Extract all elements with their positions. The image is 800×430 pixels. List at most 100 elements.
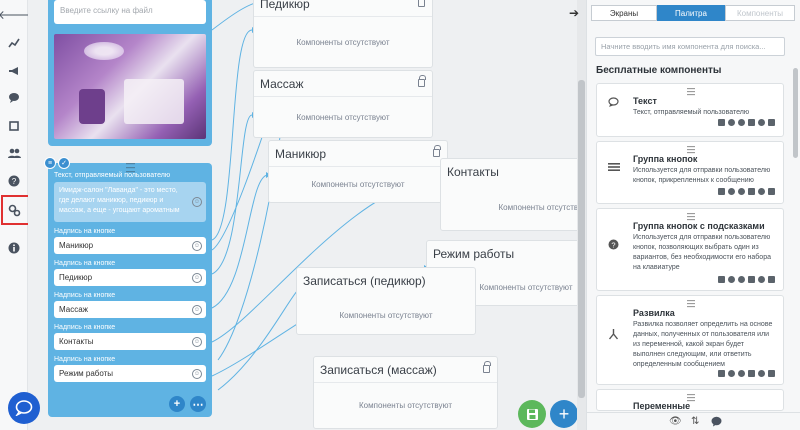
- settings-gears-icon[interactable]: [6, 202, 22, 218]
- add-screen-button[interactable]: +: [550, 400, 578, 428]
- screen-pedicure[interactable]: Педикюр Компоненты отсутствуют: [253, 0, 433, 68]
- drag-handle-icon[interactable]: ———: [126, 158, 135, 176]
- file-url-input[interactable]: Введите ссылку на файл: [54, 0, 206, 24]
- collapse-arrow-icon[interactable]: ➔: [569, 6, 580, 20]
- tab-palette[interactable]: Палитра: [657, 5, 725, 21]
- screen-empty-text: Компоненты отсутствуют: [359, 401, 452, 410]
- tab-screens[interactable]: Экраны: [591, 5, 657, 21]
- panel-scrollbar[interactable]: [792, 68, 799, 408]
- info-icon[interactable]: [6, 240, 22, 256]
- emoji-icon[interactable]: ☺: [192, 368, 202, 379]
- component-fork[interactable]: ——— Развилка Развилка позволяет определи…: [596, 295, 784, 385]
- chat-bubble-icon[interactable]: [6, 90, 22, 106]
- screen-contacts[interactable]: Контакты Компоненты отсутствуют: [440, 158, 578, 231]
- svg-text:?: ?: [12, 177, 17, 186]
- component-title: Группа кнопок с подсказками: [633, 221, 765, 231]
- more-options-button[interactable]: ⋯: [190, 396, 206, 412]
- screen-title: Записаться (массаж): [320, 363, 437, 377]
- megaphone-icon[interactable]: [6, 63, 22, 79]
- screen-book-massage[interactable]: Записаться (массаж) Компоненты отсутству…: [313, 356, 498, 429]
- screen-empty-text: Компоненты отсутствуют: [296, 37, 390, 47]
- main-screen-card[interactable]: ≡ ✓ ——— Текст, отправляемый пользователю…: [44, 157, 212, 417]
- screen-massage[interactable]: Массаж Компоненты отсутствуют: [253, 70, 433, 138]
- screen-empty-text: Компоненты отсутствуют: [498, 203, 578, 212]
- platform-icons: [718, 188, 775, 195]
- button-field-manicure[interactable]: Маникюр☺: [54, 237, 206, 254]
- emoji-icon[interactable]: ☺: [192, 272, 202, 283]
- platform-icons: [718, 370, 775, 377]
- fork-icon: [608, 328, 619, 343]
- menu-icon[interactable]: ≡: [44, 157, 56, 169]
- drag-handle-icon[interactable]: ———: [687, 209, 695, 224]
- screen-empty-text: Компоненты отсутствуют: [339, 310, 433, 320]
- component-title: Текст: [633, 96, 657, 106]
- screen-title: Записаться (педикюр): [303, 274, 426, 288]
- check-icon[interactable]: ✓: [58, 157, 70, 169]
- component-title: Переменные: [633, 401, 691, 411]
- flow-canvas[interactable]: Введите ссылку на файл ≡ ✓ ——— Текст, от…: [28, 0, 578, 430]
- component-title: Развилка: [633, 308, 675, 318]
- panel-tabs: Экраны Палитра Компоненты: [591, 5, 795, 21]
- screen-empty-text: Компоненты отсутствуют: [311, 180, 405, 189]
- drag-handle-icon[interactable]: ———: [687, 142, 695, 157]
- save-button[interactable]: [518, 400, 546, 428]
- chat-bubble-icon: [608, 97, 619, 110]
- screen-title: Маникюр: [275, 147, 327, 161]
- emoji-icon[interactable]: ☺: [192, 336, 202, 347]
- button-field-pedicure[interactable]: Педикюр☺: [54, 269, 206, 286]
- screen-title: Массаж: [260, 77, 304, 91]
- chart-icon[interactable]: [6, 35, 22, 51]
- emoji-icon[interactable]: ☺: [192, 304, 202, 315]
- component-button-group[interactable]: ——— Группа кнопок Используется для отпра…: [596, 141, 784, 204]
- button-field-massage[interactable]: Массаж☺: [54, 301, 206, 318]
- drag-handle-icon[interactable]: ———: [687, 296, 695, 311]
- screen-empty-text: Компоненты отсутствуют: [296, 112, 390, 122]
- lock-icon[interactable]: [418, 75, 426, 87]
- text-component-label: Текст, отправляемый пользователю: [54, 172, 171, 179]
- component-button-group-hints[interactable]: ——— ? Группа кнопок с подсказками Исполь…: [596, 208, 784, 291]
- button-field-hours[interactable]: Режим работы☺: [54, 365, 206, 382]
- button-label: Надпись на кнопке: [54, 324, 116, 331]
- component-title: Группа кнопок: [633, 154, 698, 164]
- help-icon[interactable]: ?: [6, 173, 22, 189]
- screen-book-pedicure[interactable]: Записаться (педикюр) Компоненты отсутств…: [296, 267, 476, 335]
- sort-icon[interactable]: ⇅: [691, 416, 700, 427]
- menu-lines-icon: [608, 162, 620, 175]
- message-text: Имидж-салон "Лаванда" - это место, где д…: [59, 187, 180, 214]
- eye-icon[interactable]: 👁: [669, 416, 682, 427]
- button-field-contacts[interactable]: Контакты☺: [54, 333, 206, 350]
- chat-bubble-icon: [15, 400, 33, 416]
- users-icon[interactable]: [6, 145, 22, 161]
- component-search-input[interactable]: Начните вводить имя компонента для поиск…: [595, 37, 785, 56]
- add-component-button[interactable]: +: [169, 396, 185, 412]
- crop-icon[interactable]: [6, 118, 22, 134]
- drag-handle-icon[interactable]: ———: [687, 390, 695, 405]
- component-desc: Развилка позволяет определить на основе …: [633, 321, 773, 368]
- screen-empty-text: Компоненты отсутствуют: [479, 282, 573, 292]
- tab-components[interactable]: Компоненты: [725, 5, 795, 21]
- message-text-field[interactable]: Имидж-салон "Лаванда" - это место, где д…: [54, 182, 206, 222]
- back-arrow-icon[interactable]: 🡐: [0, 7, 31, 22]
- start-screen-card[interactable]: Введите ссылку на файл: [48, 0, 212, 146]
- button-label: Надпись на кнопке: [54, 356, 116, 363]
- support-chat-button[interactable]: [8, 392, 40, 424]
- screen-title: Контакты: [447, 165, 499, 179]
- card-toolbar: ≡ ✓: [44, 157, 70, 169]
- screen-manicure[interactable]: Маникюр Компоненты отсутствуют: [268, 140, 448, 203]
- right-panel: ➔ Экраны Палитра Компоненты Начните ввод…: [569, 0, 800, 430]
- svg-text:?: ?: [611, 240, 615, 249]
- component-text[interactable]: ——— Текст Текст, отправляемый пользовате…: [596, 83, 784, 137]
- lock-icon[interactable]: [483, 361, 491, 373]
- emoji-icon[interactable]: ☺: [192, 240, 202, 251]
- lock-icon[interactable]: [418, 0, 425, 7]
- button-label: Надпись на кнопке: [54, 228, 116, 235]
- component-variables[interactable]: ——— Переменные: [596, 389, 784, 411]
- messenger-icon[interactable]: [711, 416, 722, 430]
- canvas-scrollbar[interactable]: [577, 0, 586, 430]
- lock-icon[interactable]: [433, 145, 441, 157]
- component-desc: Используется для отправки пользователю к…: [633, 167, 771, 184]
- drag-handle-icon[interactable]: ———: [687, 84, 695, 99]
- component-desc: Текст, отправляемый пользователю: [633, 109, 750, 116]
- emoji-icon[interactable]: ☺: [192, 197, 202, 207]
- section-title: Бесплатные компоненты: [596, 65, 722, 76]
